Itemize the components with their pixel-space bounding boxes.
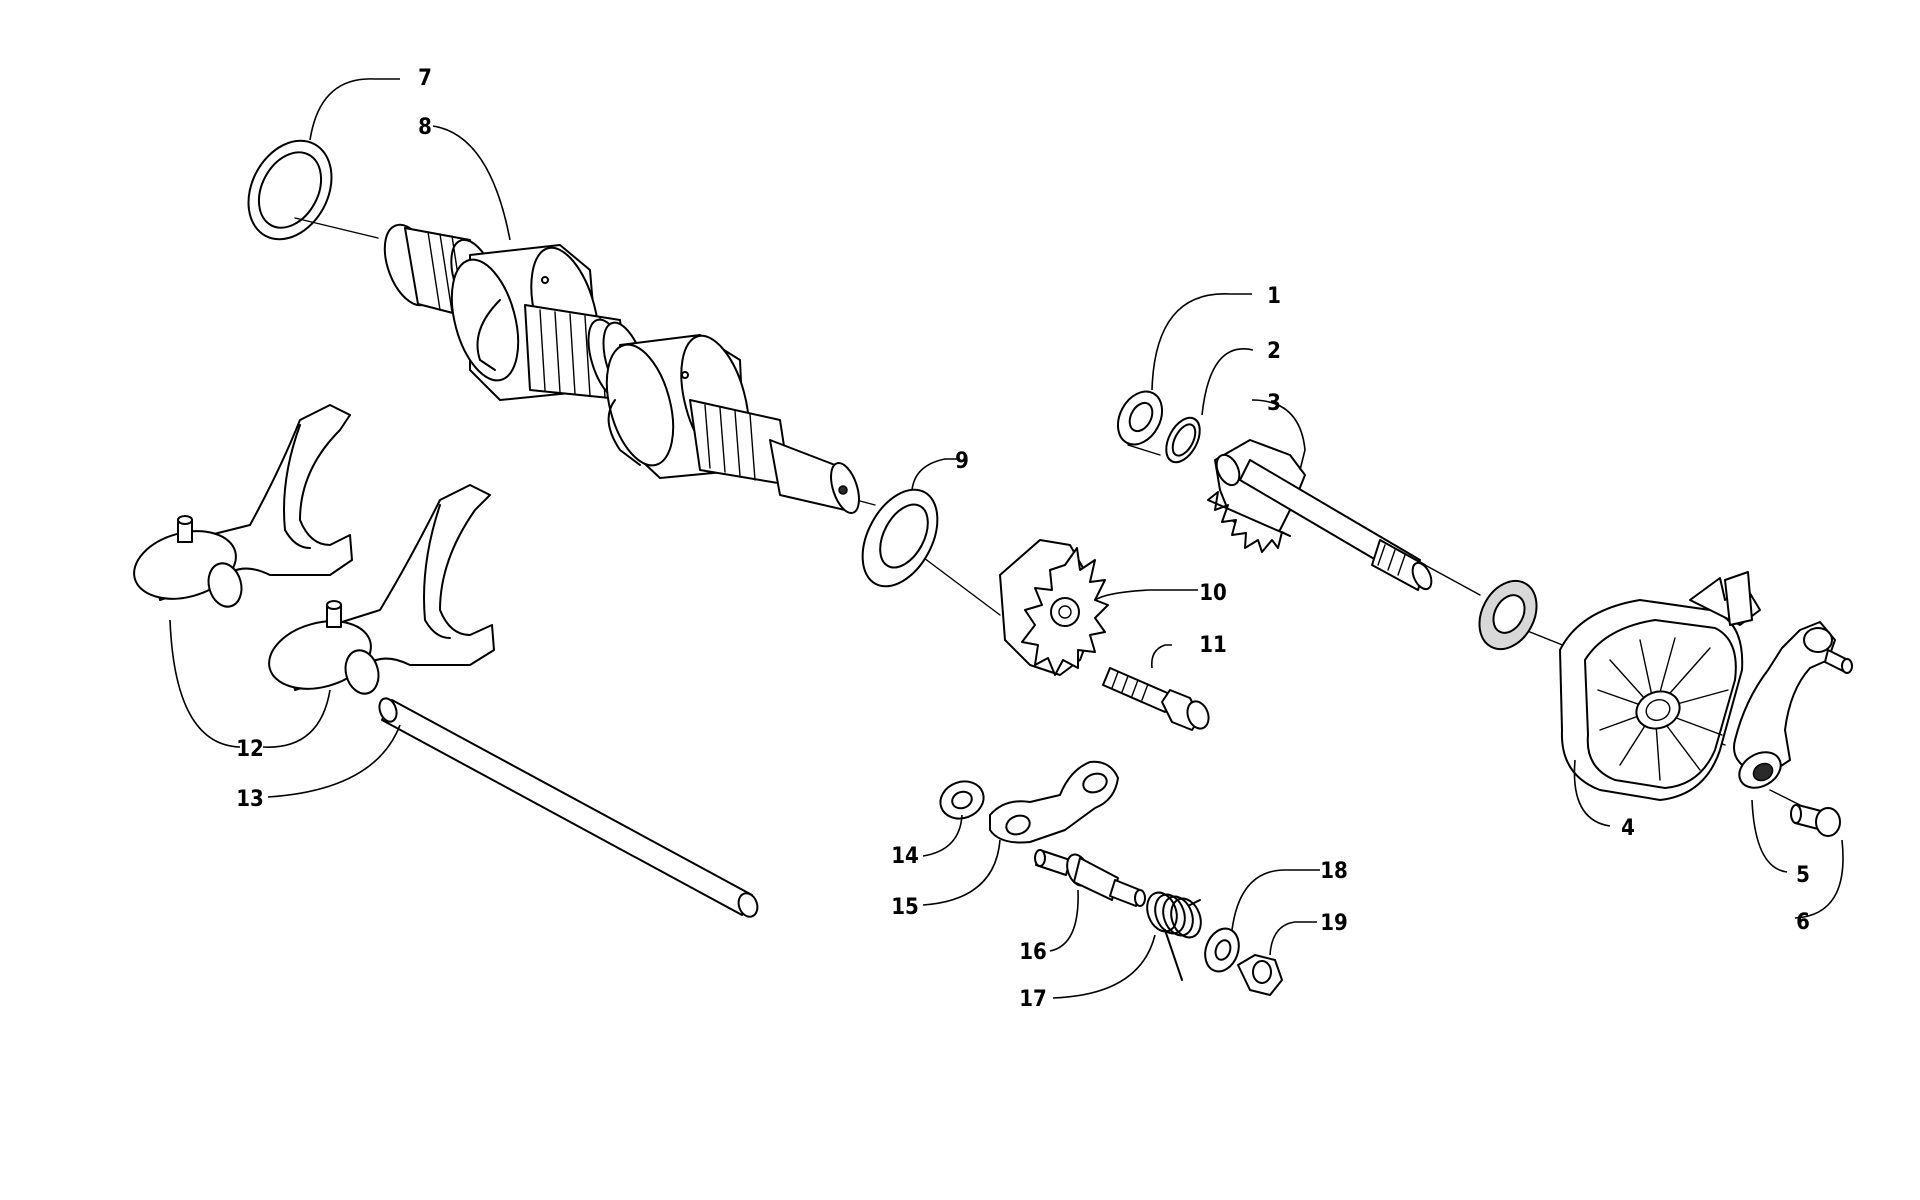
callout-11[interactable]: 11 [1199, 633, 1227, 658]
part-13-shaft[interactable] [376, 696, 760, 919]
part-15-link-plate[interactable] [989, 760, 1119, 844]
part-14-washer[interactable] [935, 776, 989, 825]
part-12-shift-forks[interactable] [126, 404, 495, 699]
part-6-bolt[interactable] [1790, 804, 1841, 837]
callout-14[interactable]: 14 [891, 844, 919, 869]
callout-18[interactable]: 18 [1320, 859, 1348, 884]
callout-2[interactable]: 2 [1267, 339, 1281, 364]
part-19-nut[interactable] [1237, 954, 1283, 996]
callout-10[interactable]: 10 [1199, 581, 1227, 606]
part-17-spring[interactable] [1142, 888, 1206, 981]
callout-13[interactable]: 13 [236, 787, 264, 812]
part-4-housing[interactable] [1559, 571, 1761, 801]
callout-8[interactable]: 8 [418, 115, 432, 140]
callout-17[interactable]: 17 [1019, 987, 1047, 1012]
part-2-snap-ring[interactable] [1159, 412, 1206, 468]
part-11-bolt[interactable] [1102, 667, 1212, 732]
callout-12[interactable]: 12 [236, 737, 264, 762]
callout-1[interactable]: 1 [1267, 284, 1281, 309]
callout-3[interactable]: 3 [1267, 391, 1281, 416]
callout-9[interactable]: 9 [955, 449, 969, 474]
part-1-washer[interactable] [1109, 384, 1171, 452]
part-10-gear[interactable] [999, 539, 1109, 676]
part-3-shift-shaft[interactable] [1207, 439, 1435, 592]
part-16-stud[interactable] [1034, 849, 1146, 907]
callout-15[interactable]: 15 [891, 895, 919, 920]
callout-4[interactable]: 4 [1621, 816, 1635, 841]
bearing [1478, 579, 1538, 651]
leader-lines [169, 78, 1844, 999]
callout-6[interactable]: 6 [1796, 910, 1810, 935]
part-18-washer[interactable] [1199, 924, 1244, 976]
part-7-o-ring[interactable] [232, 126, 348, 254]
part-5-shift-arm[interactable] [1733, 621, 1853, 795]
callout-labels: 1 2 3 4 5 6 7 8 9 10 11 12 13 14 15 16 1… [236, 66, 1810, 1012]
callout-7[interactable]: 7 [418, 66, 432, 91]
callout-5[interactable]: 5 [1796, 863, 1810, 888]
part-9-washer[interactable] [847, 477, 952, 599]
callout-19[interactable]: 19 [1320, 911, 1348, 936]
part-8-shift-drum[interactable] [375, 218, 864, 516]
callout-16[interactable]: 16 [1019, 940, 1047, 965]
